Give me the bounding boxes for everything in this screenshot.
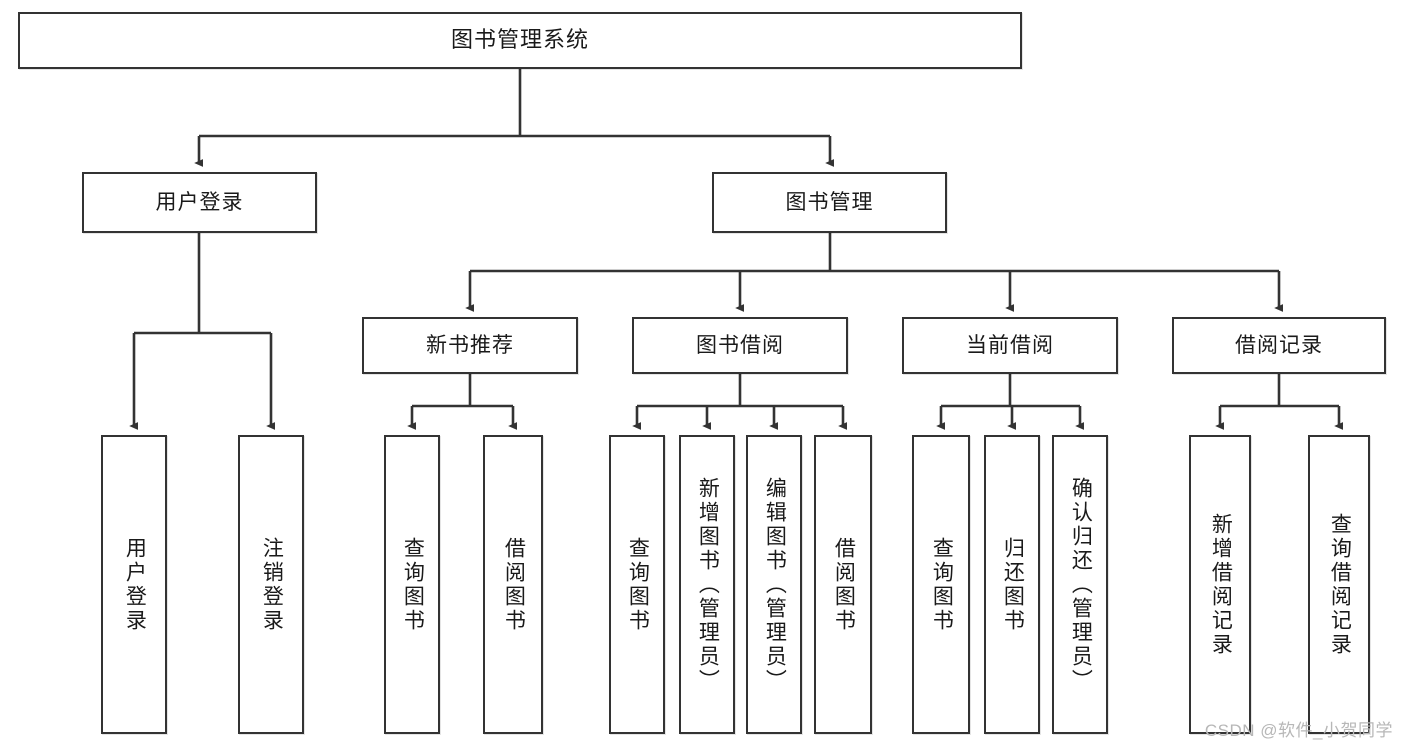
node-label: 新增借阅记录 xyxy=(1209,512,1233,657)
node-label: 借阅图书 xyxy=(502,536,526,633)
node-label: 当前借阅 xyxy=(966,333,1054,357)
node-leaf-user-login[interactable]: 用户登录 xyxy=(101,435,167,734)
node-label: 新增图书（管理员） xyxy=(696,476,720,693)
node-label: 确认归还（管理员） xyxy=(1069,476,1093,693)
node-leaf-query-book-current[interactable]: 查询图书 xyxy=(912,435,970,734)
node-leaf-add-borrow-record[interactable]: 新增借阅记录 xyxy=(1189,435,1251,734)
node-label: 图书管理 xyxy=(785,190,874,214)
node-label: 借阅图书 xyxy=(832,536,856,633)
node-label: 用户登录 xyxy=(123,536,147,633)
node-user-login[interactable]: 用户登录 xyxy=(82,172,317,233)
node-leaf-borrow-book-recommend[interactable]: 借阅图书 xyxy=(483,435,543,734)
node-label: 新书推荐 xyxy=(426,333,514,357)
node-label: 查询图书 xyxy=(930,536,954,633)
node-leaf-logout-login[interactable]: 注销登录 xyxy=(238,435,304,734)
node-leaf-query-book-recommend[interactable]: 查询图书 xyxy=(384,435,440,734)
node-leaf-borrow-book[interactable]: 借阅图书 xyxy=(814,435,872,734)
node-label: 归还图书 xyxy=(1001,536,1025,633)
node-label: 注销登录 xyxy=(260,536,284,633)
node-book-borrow[interactable]: 图书借阅 xyxy=(632,317,848,374)
node-leaf-query-book-borrow[interactable]: 查询图书 xyxy=(609,435,665,734)
node-label: 查询图书 xyxy=(626,536,650,633)
node-label: 借阅记录 xyxy=(1235,333,1323,357)
node-label: 编辑图书（管理员） xyxy=(763,476,787,693)
node-label: 图书借阅 xyxy=(696,333,784,357)
node-leaf-return-book[interactable]: 归还图书 xyxy=(984,435,1040,734)
csdn-watermark: CSDN @软件_小贺同学 xyxy=(1204,721,1393,740)
node-label: 图书管理系统 xyxy=(450,27,589,53)
node-leaf-edit-book-admin[interactable]: 编辑图书（管理员） xyxy=(746,435,802,734)
node-book-manage[interactable]: 图书管理 xyxy=(712,172,947,233)
node-leaf-confirm-return-admin[interactable]: 确认归还（管理员） xyxy=(1052,435,1108,734)
node-current-borrow[interactable]: 当前借阅 xyxy=(902,317,1118,374)
node-leaf-add-book-admin[interactable]: 新增图书（管理员） xyxy=(679,435,735,734)
node-label: 用户登录 xyxy=(155,190,244,214)
node-borrow-record[interactable]: 借阅记录 xyxy=(1172,317,1386,374)
node-label: 查询图书 xyxy=(401,536,425,633)
node-leaf-query-borrow-record[interactable]: 查询借阅记录 xyxy=(1308,435,1370,734)
node-label: 查询借阅记录 xyxy=(1328,512,1352,657)
node-new-book-recommend[interactable]: 新书推荐 xyxy=(362,317,578,374)
node-root-system[interactable]: 图书管理系统 xyxy=(18,12,1022,69)
